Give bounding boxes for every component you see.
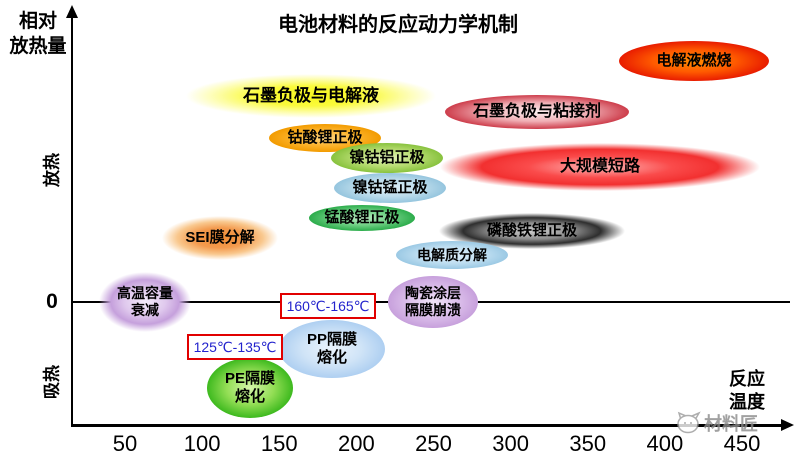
x-tick-400: 400 [646,431,684,456]
bubble-graphite-anode-binder: 石墨负极与粘接剂 [445,95,629,129]
bubble-lmo-cathode: 锰酸锂正极 [309,205,415,231]
x-axis-line [71,424,783,427]
watermark: 材料匠 [676,410,758,436]
x-tick-100: 100 [183,431,221,456]
bubble-label: 石墨负极与电解液 [243,85,379,105]
bubble-label: 磷酸铁锂正极 [486,222,577,239]
bubble-label: SEI膜分解 [185,229,255,246]
x-axis-arrow-icon [781,419,794,431]
x-tick-250: 250 [415,431,452,456]
bubble-pp-separator-melting: PP隔膜 熔化 [279,320,385,378]
y-axis-line [71,16,73,426]
bubble-label: PE隔膜 熔化 [224,370,275,405]
bubble-ceramic-coated-separator-collapse: 陶瓷涂层 隔膜崩溃 [388,276,478,328]
bubble-label: 电解质分解 [417,246,487,263]
x-tick-150: 150 [260,431,298,456]
bubble-label: 锰酸锂正极 [324,209,400,226]
chart-title: 电池材料的反应动力学机制 [278,14,518,36]
x-tick-450: 450 [723,431,761,456]
bubble-label: 钴酸锂正极 [287,129,363,146]
y-region-endothermic-label: 吸热 [42,365,62,399]
x-tick-200: 200 [338,431,375,456]
watermark-text: 材料匠 [704,414,758,434]
x-tick-300: 300 [492,431,529,456]
bubble-electrolyte-decomposition: 电解质分解 [396,241,508,269]
bubble-ncm-cathode: 镍钴锰正极 [334,173,446,203]
bubble-large-scale-short-circuit: 大规模短路 [440,143,760,191]
y-axis-arrow-icon [66,5,78,18]
annotation-pe-melt-temp: 125℃-135℃ [187,334,283,360]
watermark-cat-icon [677,411,701,434]
bubble-label: 陶瓷涂层 隔膜崩溃 [405,285,461,318]
bubble-label: 镍钴铝正极 [349,149,425,166]
bubble-label: 高温容量 衰减 [117,285,173,318]
x-tick-50: 50 [112,431,138,456]
bubble-high-temp-capacity-fade: 高温容量 衰减 [99,272,191,332]
bubble-label: PP隔膜 熔化 [306,331,357,366]
bubble-label: 大规模短路 [559,158,640,176]
x-tick-350: 350 [569,431,607,456]
y-region-exothermic-label: 放热 [42,153,62,187]
bubble-label: 镍钴锰正极 [352,179,428,196]
bubble-label: 电解液燃烧 [656,52,732,69]
bubble-label: 石墨负极与粘接剂 [472,103,601,121]
bubble-graphite-anode-electrolyte: 石墨负极与电解液 [186,74,436,118]
bubble-pe-separator-melting: PE隔膜 熔化 [207,358,293,418]
bubble-sei-film-decomposition: SEI膜分解 [162,216,278,260]
bubble-electrolyte-combustion: 电解液燃烧 [619,41,769,81]
bubble-nca-cathode: 镍钴铝正极 [331,143,443,173]
y-axis-title: 相对 放热量 [9,11,67,57]
y-zero-label: 0 [46,290,58,313]
x-axis-title: 反应 温度 [729,369,765,412]
annotation-pp-melt-temp: 160℃-165℃ [280,293,376,319]
